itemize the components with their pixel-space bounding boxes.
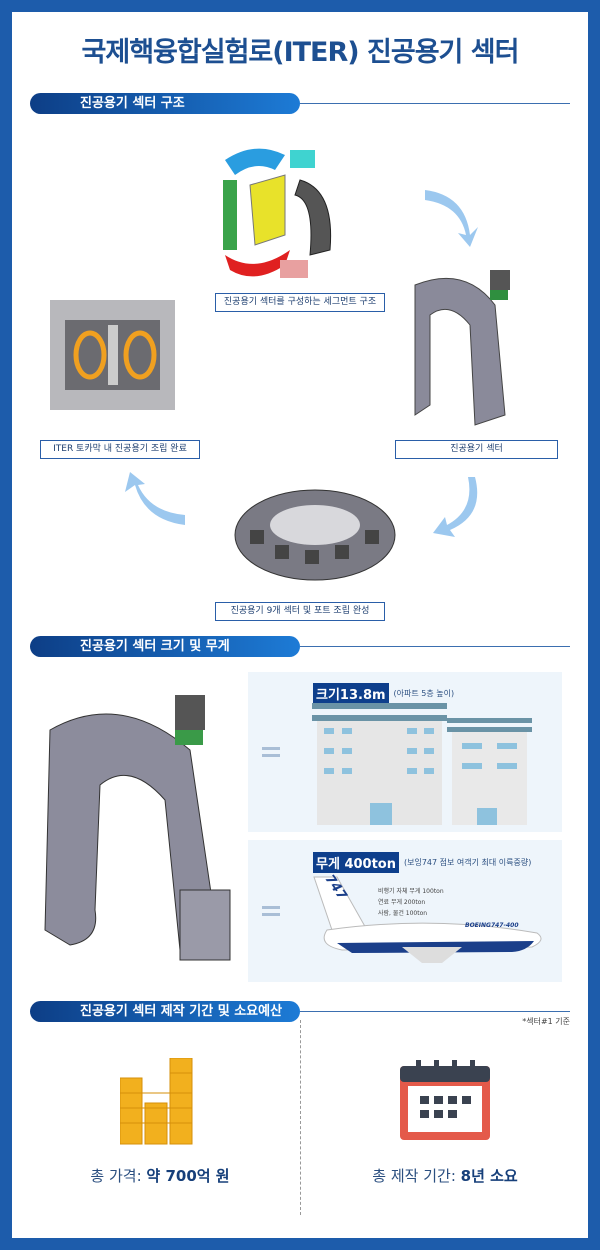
basis-note: *섹터#1 기준 bbox=[522, 1017, 570, 1026]
divider bbox=[300, 646, 570, 647]
calendar-icon bbox=[400, 1060, 490, 1140]
price-label: 총 가격: bbox=[90, 1167, 147, 1185]
sector-image bbox=[414, 270, 510, 426]
tokamak-image bbox=[50, 300, 175, 410]
price-value: 약 700억 원 bbox=[146, 1167, 230, 1185]
divider bbox=[300, 103, 570, 104]
arrow-icon bbox=[125, 472, 185, 525]
total-period: 총 제작 기간: 8년 소요 bbox=[330, 1165, 560, 1186]
vessel-ring-image bbox=[234, 489, 396, 581]
size-note: (아파트 5층 높이) bbox=[393, 689, 455, 698]
weight-tag: 무게 400ton bbox=[313, 852, 399, 873]
weight-panel bbox=[248, 840, 562, 982]
arrow-icon bbox=[433, 477, 478, 537]
coins-icon bbox=[120, 1058, 193, 1145]
apartment-image bbox=[312, 703, 532, 825]
label-segments: 진공용기 섹터를 구성하는 세그먼트 구조 bbox=[215, 293, 385, 312]
sector-large-image bbox=[44, 695, 231, 961]
page-title: 국제핵융합실험로(ITER) 진공용기 섹터 bbox=[81, 37, 520, 68]
total-price: 총 가격: 약 700억 원 bbox=[60, 1165, 260, 1186]
label-sector: 진공용기 섹터 bbox=[395, 440, 558, 459]
divider bbox=[300, 1020, 301, 1215]
section-header-structure: 진공용기 섹터 구조 bbox=[30, 93, 300, 114]
weight-breakdown: 비행기 자체 무게 100ton 연료 무게 200ton 사람, 물건 100… bbox=[378, 886, 444, 919]
divider bbox=[300, 1011, 570, 1012]
equals-icon bbox=[262, 906, 280, 916]
period-label: 총 제작 기간: bbox=[372, 1167, 461, 1185]
label-tokamak: ITER 토카막 내 진공용기 조립 완료 bbox=[40, 440, 200, 459]
weight-line: 연료 무게 200ton bbox=[378, 899, 426, 906]
weight-line: 비행기 자체 무게 100ton bbox=[378, 888, 444, 895]
section-header-size-weight: 진공용기 섹터 크기 및 무게 bbox=[30, 636, 300, 657]
equals-icon bbox=[262, 747, 280, 757]
section-header-period-budget: 진공용기 섹터 제작 기간 및 소요예산 bbox=[30, 1001, 300, 1022]
plane-text: BOEING747-400 bbox=[465, 922, 519, 929]
period-value: 8년 소요 bbox=[460, 1167, 518, 1185]
boeing-747-image bbox=[313, 876, 542, 963]
label-ring: 진공용기 9개 섹터 및 포트 조립 완성 bbox=[215, 602, 385, 621]
weight-line: 사람, 물건 100ton bbox=[378, 910, 428, 917]
arrow-icon bbox=[425, 190, 478, 247]
weight-note: (보잉747 점보 여객기 최대 이륙중량) bbox=[403, 858, 532, 867]
segments-image bbox=[223, 148, 332, 278]
size-tag: 크기13.8m bbox=[313, 683, 389, 704]
